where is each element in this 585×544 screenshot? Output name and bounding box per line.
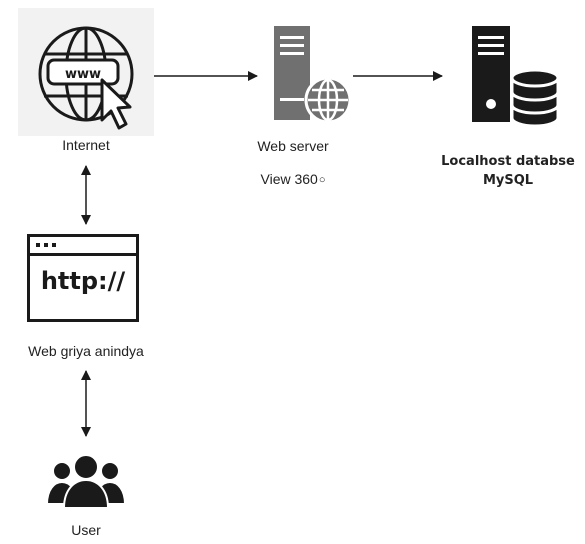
web-app-node: http://: [27, 234, 139, 322]
users-group-icon: [45, 454, 127, 509]
browser-window-icon: http://: [27, 234, 139, 322]
user-node: [45, 452, 127, 512]
browser-dot: [44, 243, 48, 247]
web-app-label: Web griya anindya: [28, 343, 144, 359]
server-globe-icon: [274, 26, 352, 124]
user-label: User: [71, 522, 101, 538]
web-server-sublabel: View 360○: [261, 171, 326, 187]
internet-node: www: [18, 8, 154, 136]
globe-www-cursor-icon: www: [18, 8, 154, 136]
database-server-icon: [472, 26, 560, 128]
web-server-sublabel-text: View 360: [260, 171, 318, 187]
internet-label: Internet: [62, 137, 110, 153]
database-label-line1: Localhost databse: [441, 154, 575, 169]
browser-titlebar: [30, 237, 136, 256]
degree-symbol-icon: ○: [318, 174, 326, 186]
browser-dot: [36, 243, 40, 247]
browser-dot: [52, 243, 56, 247]
web-server-node: [262, 26, 354, 128]
svg-text:www: www: [65, 67, 101, 82]
database-label: Localhost databse MySQL: [441, 152, 575, 190]
browser-url-text: http://: [40, 267, 126, 295]
database-label-line2: MySQL: [482, 173, 534, 188]
web-server-label: Web server: [257, 138, 329, 154]
database-node: [468, 26, 564, 128]
